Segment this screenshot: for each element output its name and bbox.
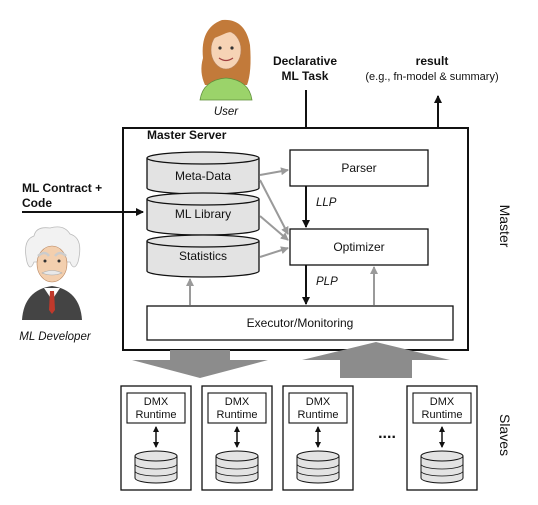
- dmx-label: DMX: [306, 396, 331, 408]
- user-avatar: [199, 19, 253, 101]
- runtime-label: Runtime: [217, 409, 258, 421]
- metadata-to-parser-arrow: [259, 167, 289, 176]
- store-ml-library: ML Library: [146, 192, 260, 236]
- dmx-label: DMX: [144, 396, 169, 408]
- developer-avatar: [22, 226, 82, 320]
- slaves-side-label: Slaves: [497, 414, 513, 456]
- storage-disk-icon: [215, 450, 259, 484]
- runtime-label: Runtime: [422, 409, 463, 421]
- task-label-line1: Declarative: [273, 54, 337, 68]
- store-ml-library-label: ML Library: [175, 207, 231, 221]
- executor-label: Executor/Monitoring: [247, 316, 354, 330]
- result-label-line2: (e.g., fn-model & summary): [365, 71, 498, 83]
- master-side-label: Master: [497, 205, 513, 248]
- store-statistics: Statistics: [146, 234, 260, 278]
- library-to-optimizer-arrow: [259, 215, 289, 241]
- parser-label: Parser: [341, 161, 376, 175]
- parser-box: [289, 149, 429, 187]
- store-statistics-label: Statistics: [179, 249, 227, 263]
- task-label-line2: ML Task: [282, 69, 329, 83]
- slave-node-1: DMX Runtime: [120, 385, 192, 491]
- executor-box: [146, 305, 454, 341]
- optimizer-label: Optimizer: [333, 240, 384, 254]
- llp-label: LLP: [316, 197, 337, 209]
- master-server-title: Master Server: [147, 128, 227, 142]
- slave-node-3: DMX Runtime: [282, 385, 354, 491]
- dmx-runtime-box: [126, 392, 186, 424]
- slave-node-2: DMX Runtime: [201, 385, 273, 491]
- slave-node-4: DMX Runtime: [406, 385, 478, 491]
- slaves-ellipsis: ....: [378, 425, 396, 442]
- storage-disk-icon: [296, 450, 340, 484]
- contract-label-line2: Code: [22, 196, 52, 210]
- dmx-label: DMX: [430, 396, 455, 408]
- store-meta-data: Meta-Data: [146, 151, 260, 195]
- metadata-to-optimizer-arrow: [259, 179, 289, 235]
- dmx-runtime-box: [288, 392, 348, 424]
- dmx-runtime-box: [412, 392, 472, 424]
- user-label: User: [214, 106, 239, 118]
- runtime-label: Runtime: [136, 409, 177, 421]
- dmx-runtime-box: [207, 392, 267, 424]
- runtime-label: Runtime: [298, 409, 339, 421]
- dispatch-to-slaves-arrow: [132, 350, 268, 378]
- plp-label: PLP: [316, 276, 338, 288]
- store-meta-data-label: Meta-Data: [175, 169, 231, 183]
- storage-disk-icon: [134, 450, 178, 484]
- storage-disk-icon: [420, 450, 464, 484]
- optimizer-box: [289, 228, 429, 266]
- developer-label: ML Developer: [19, 331, 92, 343]
- results-from-slaves-arrow: [302, 342, 450, 378]
- dmx-label: DMX: [225, 396, 250, 408]
- result-label-line1: result: [416, 54, 449, 68]
- statistics-to-optimizer-arrow: [259, 246, 289, 258]
- contract-label-line1: ML Contract +: [22, 181, 102, 195]
